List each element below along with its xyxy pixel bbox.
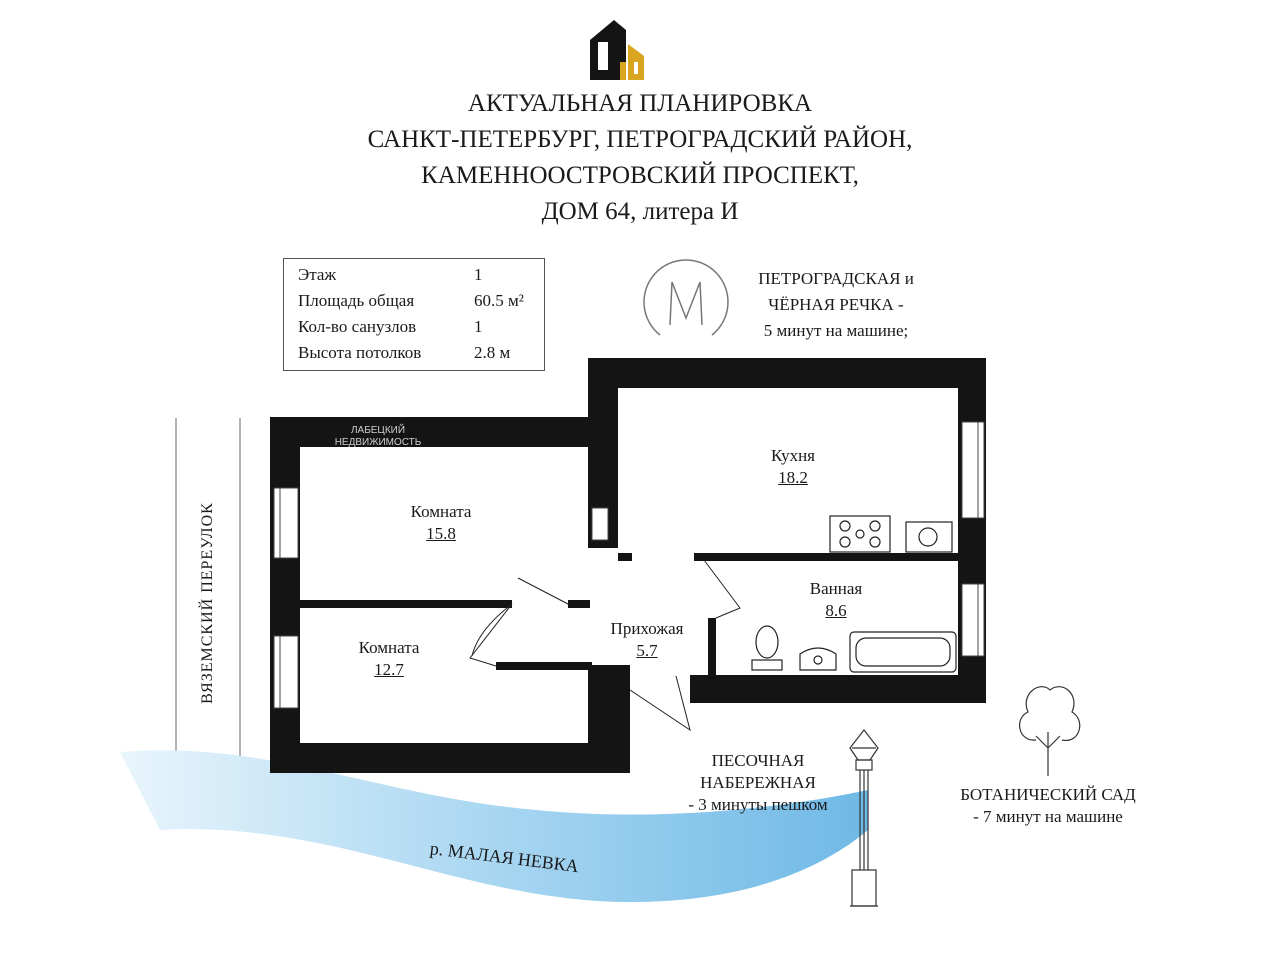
- spec-row: Кол-во санузлов 1: [298, 317, 530, 341]
- spec-value: 60.5 м²: [474, 291, 524, 310]
- garden-line-1: БОТАНИЧЕСКИЙ САД: [960, 785, 1136, 804]
- bathtub-icon: [849, 631, 957, 673]
- specs-table: Этаж 1 Площадь общая 60.5 м² Кол-во сану…: [283, 258, 545, 371]
- spec-value: 2.8 м: [474, 343, 511, 362]
- sink-icon: [905, 521, 953, 553]
- street-label: ВЯЗЕМСКИЙ ПЕРЕУЛОК: [199, 502, 216, 704]
- spec-row: Высота потолков 2.8 м: [298, 343, 530, 367]
- walls: [270, 358, 986, 773]
- washbasin-icon: [799, 647, 837, 671]
- toilet-icon: [751, 625, 783, 671]
- spec-row: Площадь общая 60.5 м²: [298, 291, 530, 315]
- room-area: 18.2: [778, 468, 808, 487]
- room-name: Комната: [358, 638, 420, 657]
- embankment-line-2: НАБЕРЕЖНАЯ: [700, 773, 816, 792]
- spec-key: Кол-во санузлов: [298, 317, 417, 336]
- company-logo: [590, 20, 644, 80]
- title-line-4: ДОМ 64, литера И: [541, 198, 739, 225]
- watermark: ЛАБЕЦКИЙ НЕДВИЖИМОСТЬ: [334, 425, 422, 448]
- embankment-line-1: ПЕСОЧНАЯ: [711, 751, 805, 770]
- spec-value: 1: [474, 265, 483, 284]
- doors: [469, 559, 741, 732]
- spec-key: Высота потолков: [298, 343, 422, 362]
- metro-label: ПЕТРОГРАДСКАЯ и ЧЁРНАЯ РЕЧКА - 5 минут н…: [736, 266, 936, 344]
- title-line-1: АКТУАЛЬНАЯ ПЛАНИРОВКА: [467, 90, 813, 117]
- spec-value: 1: [474, 317, 483, 336]
- metro-icon: [643, 259, 729, 336]
- spec-key: Этаж: [298, 265, 337, 284]
- windows: [273, 421, 985, 709]
- street-lamp-icon: [849, 729, 879, 907]
- room-name: Комната: [410, 502, 472, 521]
- room-area: 12.7: [374, 660, 404, 679]
- room-area: 8.6: [825, 601, 847, 620]
- metro-line-3: 5 минут на машине;: [763, 321, 909, 340]
- title-line-2: САНКТ-ПЕТЕРБУРГ, ПЕТРОГРАДСКИЙ РАЙОН,: [367, 126, 913, 153]
- garden-label: БОТАНИЧЕСКИЙ САД - 7 минут на машине: [930, 784, 1166, 828]
- embankment-label: ПЕСОЧНАЯ НАБЕРЕЖНАЯ - 3 минуты пешком: [660, 750, 856, 816]
- tree-icon: [1019, 686, 1081, 776]
- spec-key: Площадь общая: [298, 291, 415, 310]
- room-name: Прихожая: [610, 619, 684, 638]
- stove-icon: [829, 515, 891, 553]
- room-name: Кухня: [771, 446, 815, 465]
- spec-row: Этаж 1: [298, 265, 530, 289]
- embankment-line-3: - 3 минуты пешком: [688, 795, 828, 814]
- title-line-3: КАМЕННООСТРОВСКИЙ ПРОСПЕКТ,: [421, 162, 859, 189]
- metro-line-1: ПЕТРОГРАДСКАЯ и: [758, 269, 914, 288]
- garden-line-2: - 7 минут на машине: [973, 807, 1123, 826]
- room-area: 5.7: [636, 641, 658, 660]
- metro-line-2: ЧЁРНАЯ РЕЧКА -: [768, 295, 904, 314]
- page-title: АКТУАЛЬНАЯ ПЛАНИРОВКА САНКТ-ПЕТЕРБУРГ, П…: [0, 86, 1280, 230]
- room-name: Ванная: [809, 579, 863, 598]
- river-shape: [120, 750, 868, 903]
- room-area: 15.8: [426, 524, 456, 543]
